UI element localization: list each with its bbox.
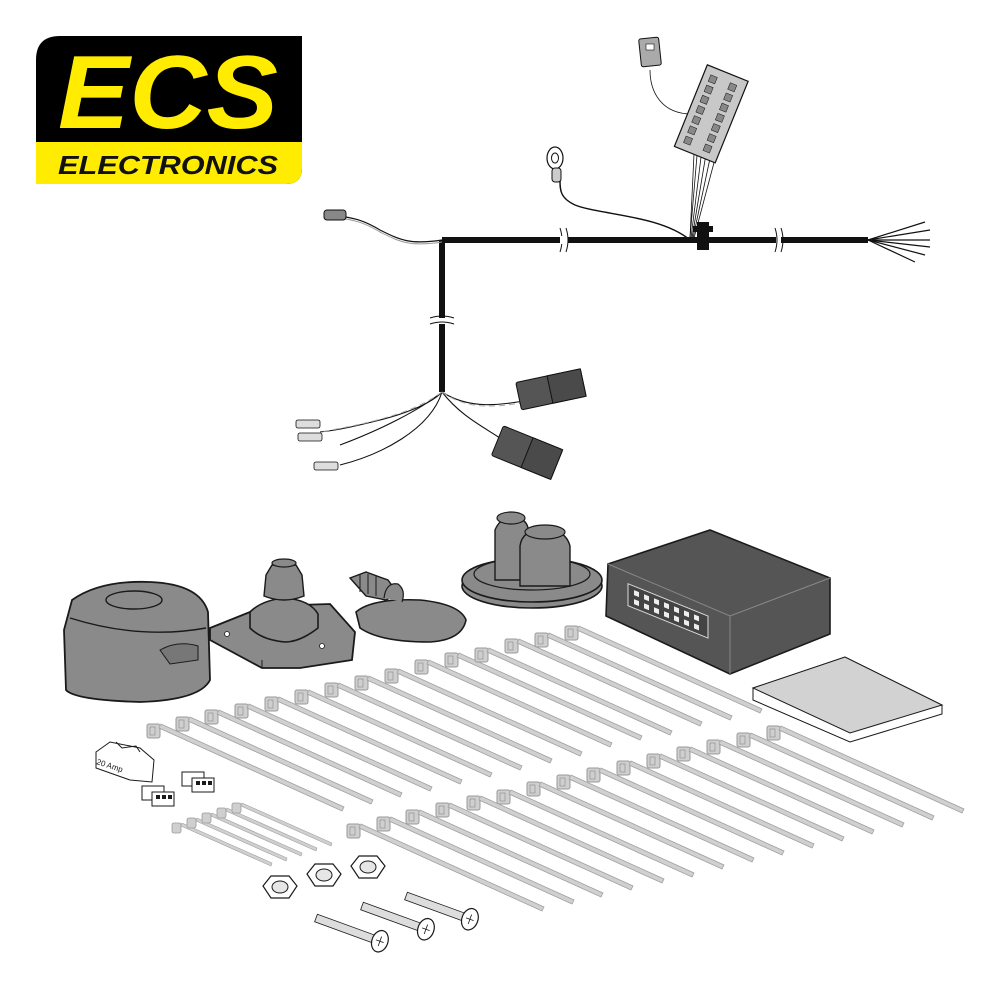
fuse-20-amp: 20 Amp <box>95 741 155 783</box>
loose-wire-ends <box>867 221 931 263</box>
towbar-socket <box>63 580 211 703</box>
multi-pin-connector <box>673 64 749 164</box>
main-harness <box>295 36 931 481</box>
branch-plug-2 <box>491 425 564 481</box>
socket-gasket <box>209 558 356 669</box>
logo-subtitle: ELECTRONICS <box>58 150 279 180</box>
cable-grommet <box>348 571 467 643</box>
module-pin-header <box>627 583 709 639</box>
instructions-booklet <box>751 656 944 743</box>
scotch-lock-connectors <box>141 771 215 807</box>
logo-brand: ECS <box>58 35 278 151</box>
branch-plug-1 <box>515 368 587 411</box>
bolts <box>314 891 479 953</box>
hex-nuts <box>262 855 386 899</box>
double-grommet <box>461 511 603 609</box>
ecs-logo: ECS ELECTRONICS <box>36 35 302 184</box>
short-cable-ties <box>171 802 333 867</box>
control-module <box>605 529 831 675</box>
